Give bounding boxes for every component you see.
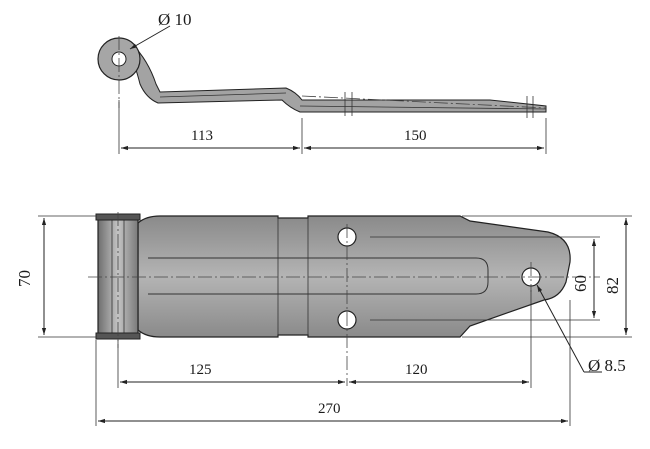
side-view-strap	[125, 43, 547, 113]
side-view-fold-line	[159, 92, 287, 98]
center-groove	[148, 257, 489, 295]
eye-diameter-leader	[129, 25, 171, 50]
side-view	[97, 36, 547, 118]
hole-diameter-label: Ø 8.5	[588, 356, 626, 375]
hole-spacing-label: 60	[571, 275, 590, 292]
side-length-right-label: 150	[404, 128, 427, 144]
side-view-fold-line-2	[299, 105, 547, 110]
plate-width-label: 70	[15, 270, 34, 287]
tip-width-label: 82	[603, 277, 622, 294]
hinge-plate	[137, 215, 571, 338]
overall-length-label: 270	[318, 401, 341, 417]
hole-diameter-leader	[536, 284, 585, 373]
eye-diameter-label: Ø 10	[158, 10, 192, 29]
top-view	[88, 212, 600, 386]
pin-to-holes-label: 125	[189, 362, 212, 378]
side-length-left-label: 113	[191, 128, 213, 144]
holes-to-tip-label: 120	[405, 362, 428, 378]
side-view-centerline	[301, 95, 547, 109]
